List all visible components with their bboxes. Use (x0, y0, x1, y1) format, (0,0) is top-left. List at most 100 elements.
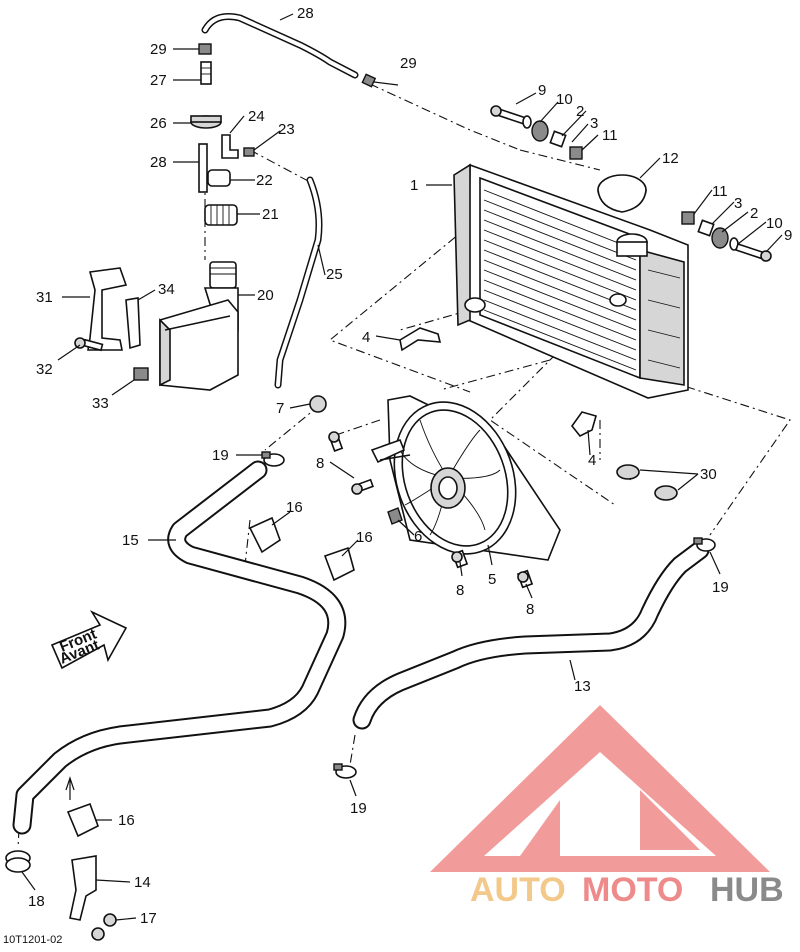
reservoir-bracket-31 (87, 267, 128, 351)
callout-12: 12 (662, 150, 679, 167)
radiator-hose-13 (352, 540, 710, 730)
hose-clamp-18 (5, 850, 31, 873)
hose-clip-16b (323, 546, 355, 582)
watermark-hub: HUB (710, 871, 784, 909)
strap-34 (125, 297, 141, 350)
coolant-reservoir (159, 261, 239, 391)
mount-hardware-right (681, 211, 772, 262)
hose-clamp-19b (693, 537, 716, 552)
watermark-logo (430, 705, 770, 872)
callout-16-a: 16 (286, 499, 303, 516)
hose-clamp-19c (333, 763, 357, 779)
bracket-14 (69, 855, 97, 921)
bracket-4b (570, 411, 597, 438)
hose-clamp-29 (198, 43, 212, 55)
reservoir-cap-21 (204, 204, 238, 226)
callout-23: 23 (278, 121, 295, 138)
mount-hardware-top (490, 105, 583, 160)
reservoir-hose-25 (274, 176, 323, 389)
callout-5: 5 (488, 571, 496, 588)
bolt-32 (74, 337, 104, 352)
grommet-30b (654, 485, 678, 501)
callout-14: 14 (134, 874, 151, 891)
callout-30: 30 (700, 466, 717, 483)
callout-6: 6 (414, 528, 422, 545)
callout-17: 17 (140, 910, 157, 927)
watermark-text: AUTO MOTO HUB (470, 871, 784, 909)
callout-33: 33 (92, 395, 109, 412)
callout-1: 1 (410, 177, 418, 194)
callout-19-right: 19 (712, 579, 729, 596)
hose-clamp-19a (261, 451, 285, 467)
hose-clip-16a (248, 516, 281, 554)
document-code: 10T1201-02 (3, 934, 63, 946)
bracket-4a (399, 327, 442, 352)
overflow-hose (201, 13, 359, 79)
bolt-8c (451, 549, 469, 569)
callout-31: 31 (36, 289, 53, 306)
bolt-17 (91, 913, 117, 941)
callout-22: 22 (256, 172, 273, 189)
fitting-27 (200, 61, 212, 85)
radiator-core-fins (483, 189, 637, 371)
elbow-fitting-24 (221, 134, 239, 159)
leader-lines (21, 13, 783, 921)
callout-16-b: 16 (356, 529, 373, 546)
callout-4-left: 4 (362, 329, 370, 346)
radiator (453, 163, 689, 399)
grommet-26-body (190, 115, 222, 123)
callout-3-top: 3 (590, 115, 598, 132)
callout-26: 26 (150, 115, 167, 132)
grommet-7 (309, 395, 327, 413)
cooling-fan (370, 395, 561, 561)
callout-15: 15 (122, 532, 139, 549)
callout-21: 21 (262, 206, 279, 223)
callout-32: 32 (36, 361, 53, 378)
callout-13: 13 (574, 678, 591, 695)
bolt-8d (516, 569, 534, 589)
callout-28-top: 28 (297, 5, 314, 22)
callout-28-left: 28 (150, 154, 167, 171)
hose-clamp-29b (361, 73, 377, 88)
callout-2-top: 2 (576, 103, 584, 120)
callout-8-left: 8 (316, 455, 324, 472)
callout-16-c: 16 (118, 812, 135, 829)
callout-18: 18 (28, 893, 45, 910)
front-direction-arrow: Front Avant (50, 610, 128, 670)
callout-29-right: 29 (400, 55, 417, 72)
callout-10-top: 10 (556, 91, 573, 108)
callout-9-right: 9 (784, 227, 792, 244)
hose-clip-16c (66, 802, 99, 838)
callout-24: 24 (248, 108, 265, 125)
watermark-auto: AUTO (470, 871, 566, 909)
clamp-23 (243, 147, 255, 157)
lower-hose-15 (12, 460, 347, 835)
breather-tube (198, 143, 208, 193)
callout-10-right: 10 (766, 215, 783, 232)
callout-8-bottom2: 8 (526, 601, 534, 618)
grommet-30a (616, 464, 640, 480)
callout-9-top: 9 (538, 82, 546, 99)
callout-25: 25 (326, 266, 343, 283)
callout-34: 34 (158, 281, 175, 298)
callout-20: 20 (257, 287, 274, 304)
callout-29-left: 29 (150, 41, 167, 58)
nut-33 (133, 367, 149, 381)
callout-7: 7 (276, 400, 284, 417)
callout-labels: 28 29 27 26 24 23 28 22 21 25 20 31 34 3… (28, 5, 792, 927)
callout-11-top: 11 (602, 127, 618, 144)
direction-arrow-small (65, 776, 75, 800)
radiator-cap (597, 174, 647, 213)
callout-11-right: 11 (712, 183, 728, 200)
bolt-8b (351, 478, 374, 495)
callout-3-right: 3 (734, 195, 742, 212)
plug-22 (207, 169, 231, 187)
alignment-lines (17, 83, 791, 849)
callout-19-bottom: 19 (350, 800, 367, 817)
callout-19-left: 19 (212, 447, 229, 464)
bolt-8a (328, 431, 344, 452)
callout-8-bottom: 8 (456, 582, 464, 599)
callout-4-right: 4 (588, 452, 596, 469)
